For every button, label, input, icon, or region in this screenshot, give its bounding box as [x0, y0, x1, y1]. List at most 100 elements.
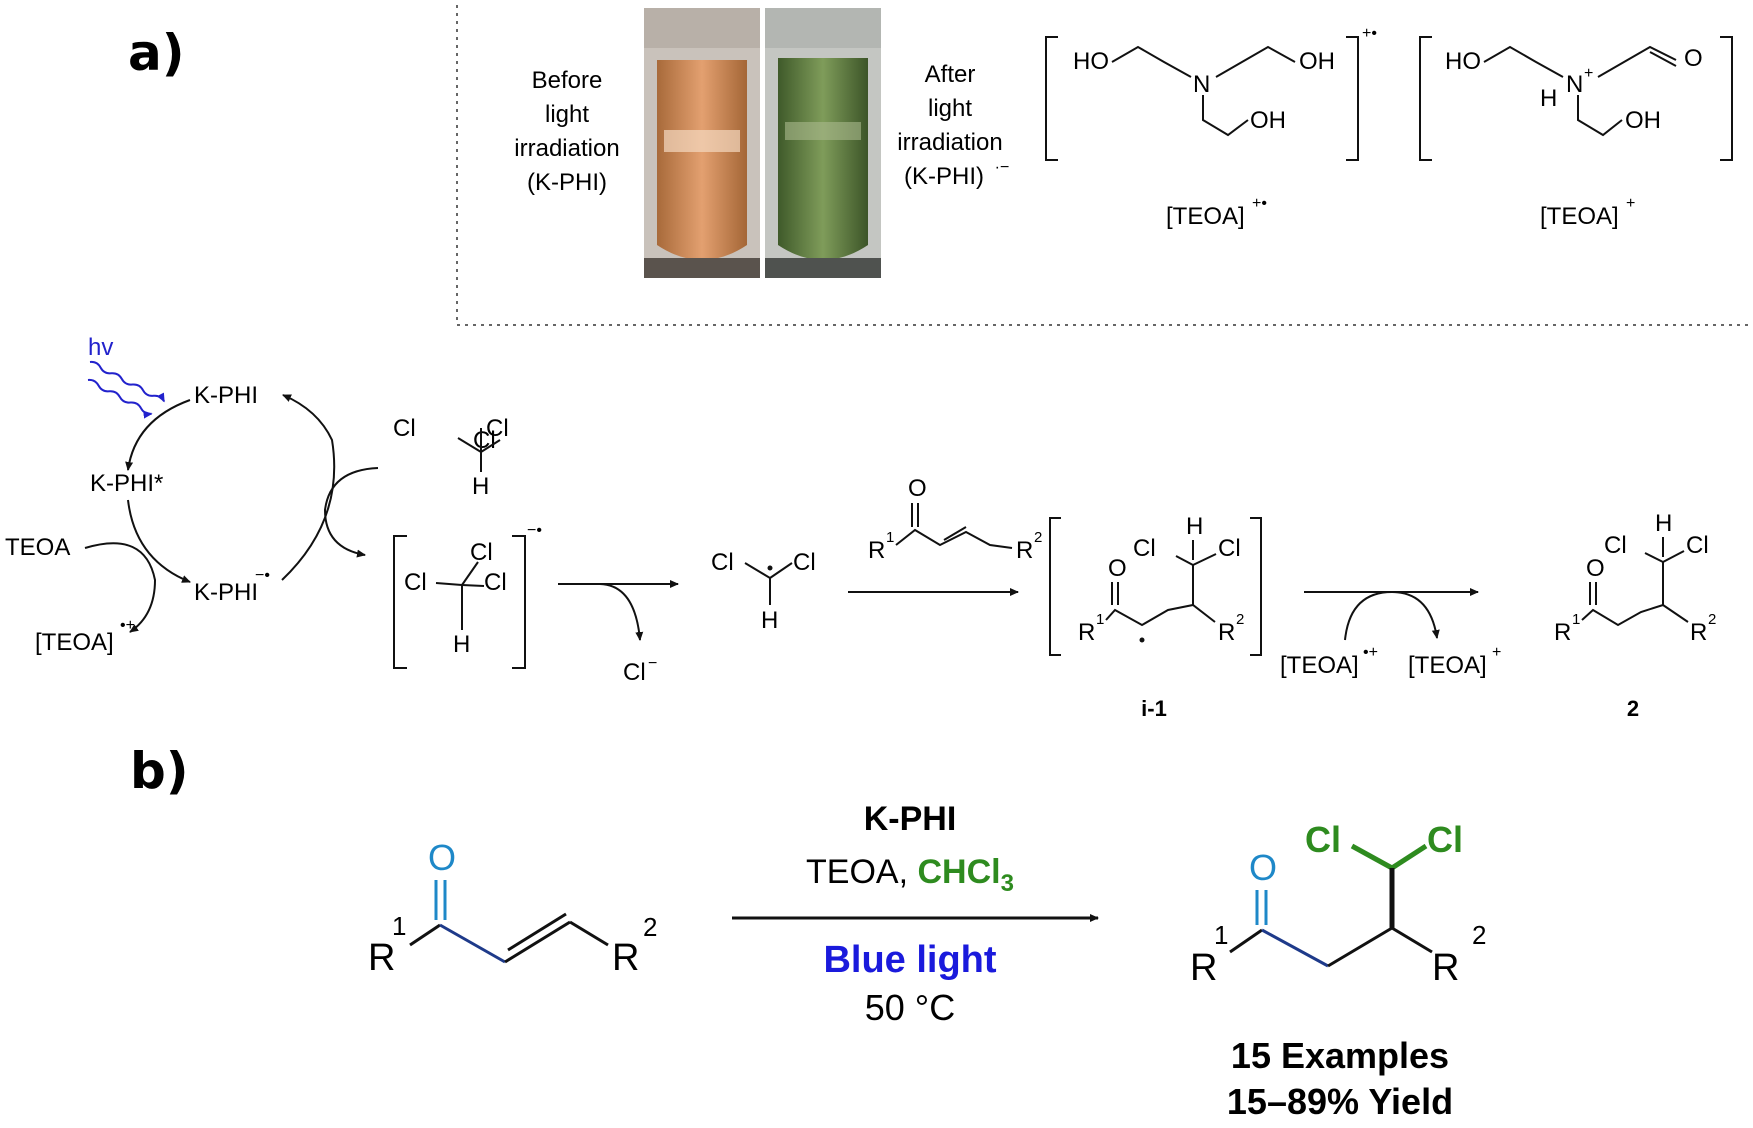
product-dichloromethyl: Cl Cl O R 1 R 2	[1190, 819, 1486, 989]
svg-text:H: H	[472, 473, 489, 500]
hv-label: hv	[88, 334, 113, 361]
kphi-anion-label: K-PHI	[194, 579, 258, 606]
teoa-product-charge: •+	[120, 617, 135, 634]
svg-text:R: R	[868, 537, 885, 564]
teoa-radical-cation-structure: HO N OH OH +• [TEOA] +•	[1045, 25, 1377, 230]
svg-text:1: 1	[886, 529, 894, 546]
after-caption: After light irradiation (K-PHI) ·−	[897, 61, 1009, 190]
reagents-line: TEOA, CHCl3	[806, 853, 1014, 897]
svg-text:R: R	[1554, 619, 1571, 646]
chloroform-structure: Cl Cl Cl H	[393, 415, 509, 500]
svg-text:(K-PHI): (K-PHI)	[527, 169, 607, 196]
svg-text:R: R	[1218, 619, 1235, 646]
substrate-enone: O R 1 R 2	[368, 837, 657, 979]
svg-text:[TEOA]: [TEOA]	[1408, 652, 1487, 679]
svg-text:H: H	[1540, 85, 1557, 112]
svg-text:R: R	[612, 937, 639, 979]
teoa-product-label: [TEOA]	[35, 629, 114, 656]
svg-text:−: −	[648, 655, 657, 672]
svg-text:Cl: Cl	[393, 415, 416, 442]
yield-range: 15–89% Yield	[1227, 1081, 1453, 1122]
svg-text:[TEOA]: [TEOA]	[1280, 652, 1359, 679]
svg-text:[TEOA]: [TEOA]	[1540, 203, 1619, 230]
svg-text:Cl: Cl	[486, 415, 509, 442]
svg-text:Cl: Cl	[1604, 532, 1627, 559]
svg-text:2: 2	[1034, 529, 1042, 546]
photo-before-tube	[644, 8, 760, 278]
svg-text:Cl: Cl	[470, 539, 493, 566]
svg-text:HO: HO	[1445, 48, 1481, 75]
svg-text:Cl: Cl	[484, 569, 507, 596]
examples-count: 15 Examples	[1231, 1035, 1449, 1076]
enone-reagent: O R 1 R 2	[868, 475, 1042, 564]
chloride-loss-arrow: Cl −	[558, 580, 679, 686]
svg-text:+•: +•	[1252, 195, 1267, 212]
svg-text:+: +	[1584, 65, 1593, 82]
svg-text:O: O	[1684, 45, 1703, 72]
hv-wave-1-icon	[89, 360, 166, 403]
svg-text:OH: OH	[1625, 107, 1661, 134]
photocatalytic-cycle: hv K-PHI K-PHI* TEOA K-PHI −• [TEOA] •+	[5, 334, 379, 656]
svg-text:2: 2	[1236, 611, 1244, 628]
svg-text:HO: HO	[1073, 48, 1109, 75]
kphi-label: K-PHI	[194, 382, 258, 409]
svg-text:H: H	[1655, 510, 1672, 537]
svg-text:Cl: Cl	[404, 569, 427, 596]
teoa-label: TEOA	[5, 534, 70, 561]
product-2: H Cl Cl O R 1 R 2 2	[1554, 510, 1716, 721]
svg-text:2: 2	[1708, 611, 1716, 628]
svg-text:H: H	[761, 607, 778, 634]
panel-b-label: b)	[130, 742, 189, 800]
teoa-cation-structure: HO N + H O OH [TEOA] +	[1419, 36, 1733, 230]
svg-text:O: O	[428, 837, 456, 878]
svg-text:[TEOA]: [TEOA]	[1166, 203, 1245, 230]
panel-a-label: a)	[128, 24, 185, 82]
svg-text:After: After	[925, 61, 976, 88]
hat-step-arrow: [TEOA] •+ [TEOA] +	[1280, 588, 1501, 679]
svg-text:Cl: Cl	[1218, 535, 1241, 562]
svg-text:O: O	[1249, 847, 1277, 888]
svg-text:Before: Before	[532, 67, 603, 94]
svg-text:(K-PHI): (K-PHI)	[904, 163, 984, 190]
svg-text:1: 1	[1096, 611, 1104, 628]
chloroform-anion-structure: Cl Cl Cl H −•	[393, 522, 542, 669]
svg-text:1: 1	[392, 911, 406, 941]
svg-text:1: 1	[1572, 611, 1580, 628]
svg-text:•+: •+	[1363, 644, 1378, 661]
svg-text:Cl: Cl	[623, 659, 646, 686]
svg-text:R: R	[368, 937, 395, 979]
intermediate-i1: H Cl Cl O R 1 R 2 i-1	[1049, 513, 1262, 721]
blue-light-label: Blue light	[823, 939, 996, 981]
hv-wave-2-icon	[87, 378, 153, 419]
svg-text:H: H	[1186, 513, 1203, 540]
svg-text:OH: OH	[1299, 48, 1335, 75]
dichloromethyl-radical: Cl Cl H	[711, 549, 816, 634]
svg-text:−•: −•	[527, 522, 542, 539]
svg-text:irradiation: irradiation	[897, 129, 1002, 156]
kphi-star-label: K-PHI*	[90, 470, 163, 497]
svg-text:+: +	[1626, 195, 1635, 212]
svg-text:Cl: Cl	[793, 549, 816, 576]
svg-text:2: 2	[643, 912, 657, 942]
svg-text:Cl: Cl	[1305, 819, 1341, 860]
svg-text:R: R	[1432, 947, 1459, 989]
photo-after-tube	[765, 8, 881, 278]
svg-text:OH: OH	[1250, 107, 1286, 134]
svg-text:R: R	[1690, 619, 1707, 646]
catalyst-label: K-PHI	[864, 800, 957, 838]
svg-text:H: H	[453, 631, 470, 658]
kphi-anion-charge: −•	[255, 567, 270, 584]
temperature-label: 50 °C	[865, 987, 955, 1028]
svg-text:R: R	[1016, 537, 1033, 564]
svg-text:N: N	[1193, 71, 1210, 98]
svg-text:irradiation: irradiation	[514, 135, 619, 162]
svg-text:i-1: i-1	[1141, 696, 1167, 721]
svg-text:+•: +•	[1362, 25, 1377, 42]
svg-text:Cl: Cl	[1133, 535, 1156, 562]
svg-text:O: O	[1108, 555, 1127, 582]
svg-text:Cl: Cl	[1427, 819, 1463, 860]
svg-text:O: O	[1586, 555, 1605, 582]
svg-text:1: 1	[1214, 920, 1228, 950]
before-caption: Before light irradiation (K-PHI)	[514, 67, 619, 196]
